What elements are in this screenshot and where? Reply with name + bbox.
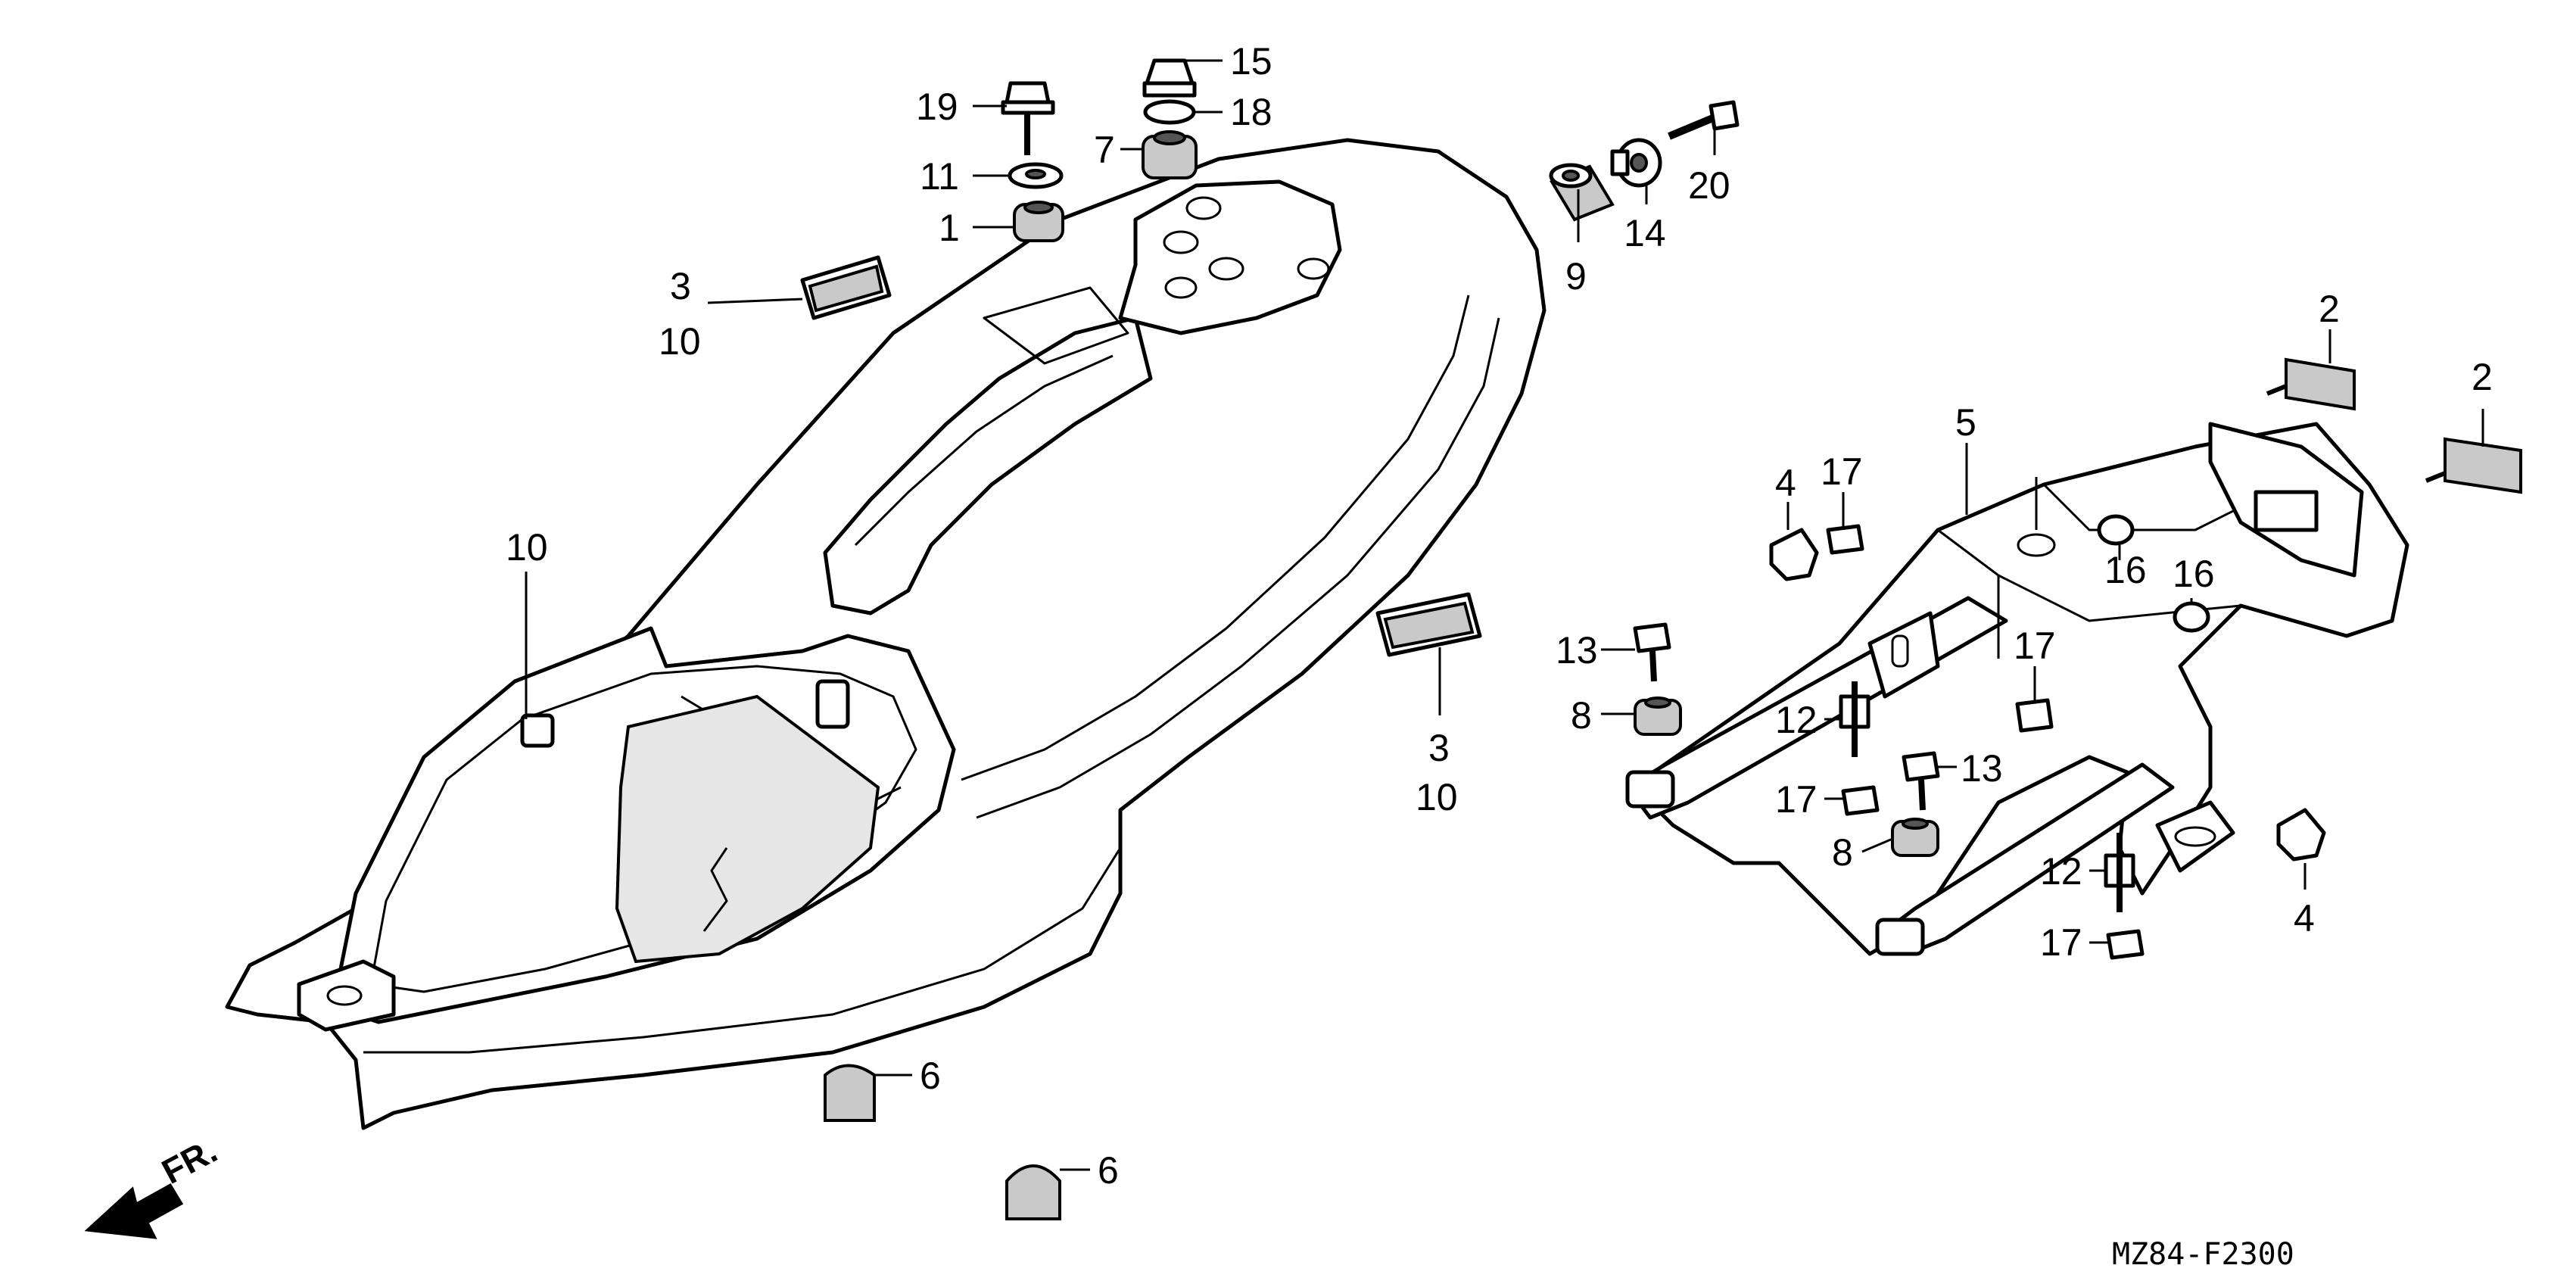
callout-10-left: 10 [659, 320, 701, 363]
callout-17-top: 17 [1821, 450, 1863, 493]
grommet-8-upper [1634, 696, 1682, 736]
pad-2-right [2425, 437, 2522, 494]
rear-subframe [1625, 422, 2409, 956]
callout-1: 1 [939, 207, 960, 249]
diagram-code: MZ84-F2300 [2112, 1237, 2294, 1272]
spacer-12-upper [1839, 681, 1870, 757]
callout-20: 20 [1688, 164, 1730, 207]
callout-17-left: 17 [1775, 778, 1818, 821]
callout-15: 15 [1230, 40, 1272, 83]
grommet-1 [1013, 201, 1064, 242]
callout-5: 5 [1955, 401, 1976, 444]
callout-17-bottom: 17 [2040, 921, 2082, 964]
callout-10-cowl: 10 [506, 526, 548, 569]
callout-4-left: 4 [1775, 462, 1796, 504]
reflector-3-center [1375, 592, 1482, 657]
cap-6-lower [1005, 1164, 1061, 1220]
callout-19: 19 [916, 86, 958, 128]
callout-4-right: 4 [2294, 897, 2315, 940]
callout-3-center: 3 [1428, 727, 1450, 769]
arrow-icon [84, 1183, 184, 1239]
callout-labels: 15 18 19 7 11 1 3 10 10 9 14 20 2 2 5 4 … [506, 40, 2493, 1192]
damper-9 [1549, 163, 1615, 222]
rear-cowl [225, 138, 1547, 1130]
grommet-8-lower [1891, 818, 1939, 857]
leader-lines [525, 59, 2484, 1171]
bolt-13-lower [1902, 751, 1940, 811]
nut-17-bottom [2106, 929, 2145, 960]
nut-17-left [1841, 785, 1880, 816]
callout-6-lower: 6 [1098, 1149, 1119, 1192]
callout-8-upper: 8 [1571, 694, 1592, 737]
front-label: FR. [155, 1130, 223, 1192]
cushion-4-left [1769, 528, 1819, 581]
washer-18 [1143, 99, 1196, 125]
bolt-20 [1668, 100, 1740, 140]
callout-7: 7 [1094, 129, 1115, 171]
callout-12-upper: 12 [1775, 699, 1818, 741]
callout-18: 18 [1230, 91, 1272, 133]
callout-3-left: 3 [670, 265, 691, 307]
reflector-3-left [800, 255, 892, 320]
nut-17-top [1826, 524, 1864, 555]
bolt-19 [1001, 81, 1055, 155]
callout-12-lower: 12 [2040, 850, 2082, 893]
cap-nut-15 [1142, 58, 1197, 98]
callout-11: 11 [920, 155, 959, 198]
pad-2-upper [2266, 357, 2356, 411]
callout-13-lower: 13 [1961, 747, 2003, 790]
callout-17-mid: 17 [2014, 625, 2056, 667]
front-direction-arrow: FR. [84, 1130, 223, 1239]
callout-13-upper: 13 [1556, 629, 1598, 672]
callout-8-lower: 8 [1832, 831, 1853, 874]
callout-2-upper: 2 [2319, 288, 2340, 330]
cap-6-upper [824, 1064, 876, 1122]
nut-16-a [2097, 514, 2135, 546]
nut-16-b [2173, 601, 2210, 633]
nut-17-mid [2015, 698, 2054, 733]
grommet-7 [1142, 130, 1198, 179]
callout-2-right: 2 [2472, 356, 2493, 398]
callout-16-a: 16 [2104, 549, 2147, 591]
callout-10-center: 10 [1416, 776, 1458, 818]
callout-14: 14 [1624, 212, 1666, 254]
callout-16-b: 16 [2173, 553, 2215, 595]
spacer-12-lower [2104, 833, 2135, 912]
callout-9: 9 [1565, 255, 1587, 298]
collar-11 [1008, 162, 1064, 189]
callout-6-upper: 6 [920, 1055, 941, 1097]
collar-14 [1610, 138, 1662, 188]
cushion-4-right [2276, 808, 2326, 862]
bolt-13-upper [1633, 622, 1671, 682]
